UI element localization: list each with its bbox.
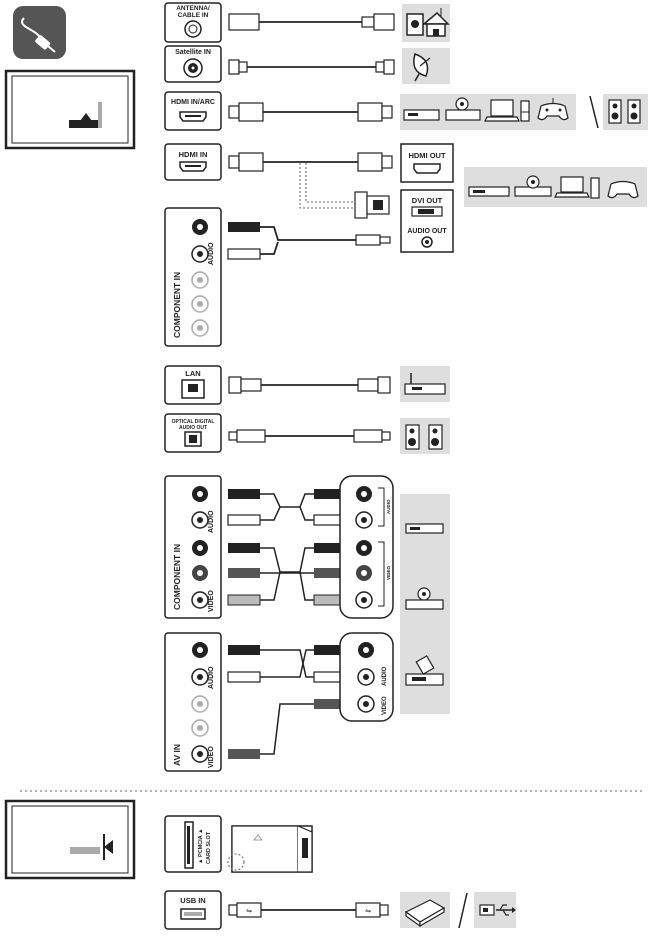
optical-label-2: AUDIO OUT [179,425,207,431]
usb-label: USB IN [180,896,205,905]
hdmi-in-devices [464,167,647,207]
laptop-icon [484,99,520,122]
tv-back-icon [4,69,136,150]
card-slot-label: CARD SLOT [206,831,212,864]
hdd-icon [520,100,530,122]
router-icon [400,366,450,402]
set-top-box-icon [403,109,440,121]
vcr-icon [405,655,444,686]
component-full-cables [227,489,347,606]
av-device-video-label: VIDEO [382,696,388,715]
component-in-label-2: COMPONENT IN [172,544,182,610]
audio-label-2: AUDIO [208,510,215,533]
hdmi-arc-label: HDMI IN/ARC [171,99,215,106]
hdmi-arc-port: HDMI IN/ARC [164,91,222,131]
optical-port: OPTICAL DIGITAL AUDIO OUT [164,413,222,453]
av-cables [227,645,347,759]
av-audio-label: AUDIO [208,666,215,689]
antenna-label: ANTENNA/ [176,5,210,12]
hdmi-arc-cable [228,102,393,122]
antenna-cable [228,13,395,31]
hdmi-in-port: HDMI IN [164,143,222,181]
antenna-label-2: CABLE IN [178,12,209,19]
component-audio-cable [227,222,391,260]
gamepad-icon [537,98,569,121]
antenna-icon [402,4,450,42]
optical-label: OPTICAL DIGITAL [172,419,215,425]
av-in-label: AV IN [172,744,182,766]
satellite-cable [228,59,395,75]
svg-text:⇋: ⇋ [246,908,252,915]
or-separator [458,892,468,929]
hdmi-arc-devices [400,94,576,130]
usb-cable: ⇋ ⇋ [228,902,389,918]
usb-stick-icon [474,892,516,928]
hdmi-out-label: HDMI OUT [408,151,445,160]
dvd-player-icon [405,587,444,610]
dvi-out-label: DVI OUT [412,196,443,205]
component-device-panel: AUDIO VIDEO [339,475,394,619]
ci-module-icon [227,825,313,873]
audio-out-label: AUDIO OUT [407,228,447,235]
speaker-icon [400,418,450,454]
component-panel-1: COMPONENT IN AUDIO [164,207,222,347]
set-top-box-icon [405,523,444,534]
satellite-port: Satellite IN [164,45,222,83]
tv-side-icon [4,799,136,880]
component-in-label: COMPONENT IN [172,272,182,338]
dvi-audio-device-port: DVI OUT AUDIO OUT [400,189,454,253]
svg-text:⇋: ⇋ [365,908,371,915]
video-label-2: VIDEO [208,590,215,612]
lan-cable [228,376,391,394]
av-device-audio-label: AUDIO [382,666,388,686]
component-panel-2: COMPONENT IN AUDIO VIDEO [164,475,222,619]
optical-cable [228,429,391,443]
av-panel: AV IN AUDIO VIDEO [164,632,222,772]
pcmcia-label: ▲ PCMCIA ▲ [198,829,204,864]
device-video-label: VIDEO [386,565,391,580]
hdmi-out-device-port: HDMI OUT [400,143,454,183]
speaker-icon [603,94,648,130]
lan-label: LAN [185,369,200,378]
component-devices [400,494,450,714]
or-separator [589,95,599,129]
av-video-label: VIDEO [208,746,215,768]
dvd-player-icon [445,97,481,121]
device-audio-label: AUDIO [386,499,391,514]
usb-port: USB IN [164,890,222,930]
usb-hdd-icon [400,892,450,928]
lan-port: LAN [164,365,222,405]
hdmi-in-cable [228,152,393,219]
hdmi-in-label: HDMI IN [179,150,208,159]
av-device-panel: AUDIO VIDEO [339,632,394,722]
audio-label: AUDIO [208,242,215,265]
antenna-port: ANTENNA/ CABLE IN [164,2,222,43]
satellite-dish-icon [402,48,450,84]
satellite-label: Satellite IN [175,49,211,56]
usb-symbol-icon [496,904,516,916]
cable-icon [13,6,66,59]
pcmcia-slot: ▲ PCMCIA ▲ CARD SLOT [164,815,222,873]
